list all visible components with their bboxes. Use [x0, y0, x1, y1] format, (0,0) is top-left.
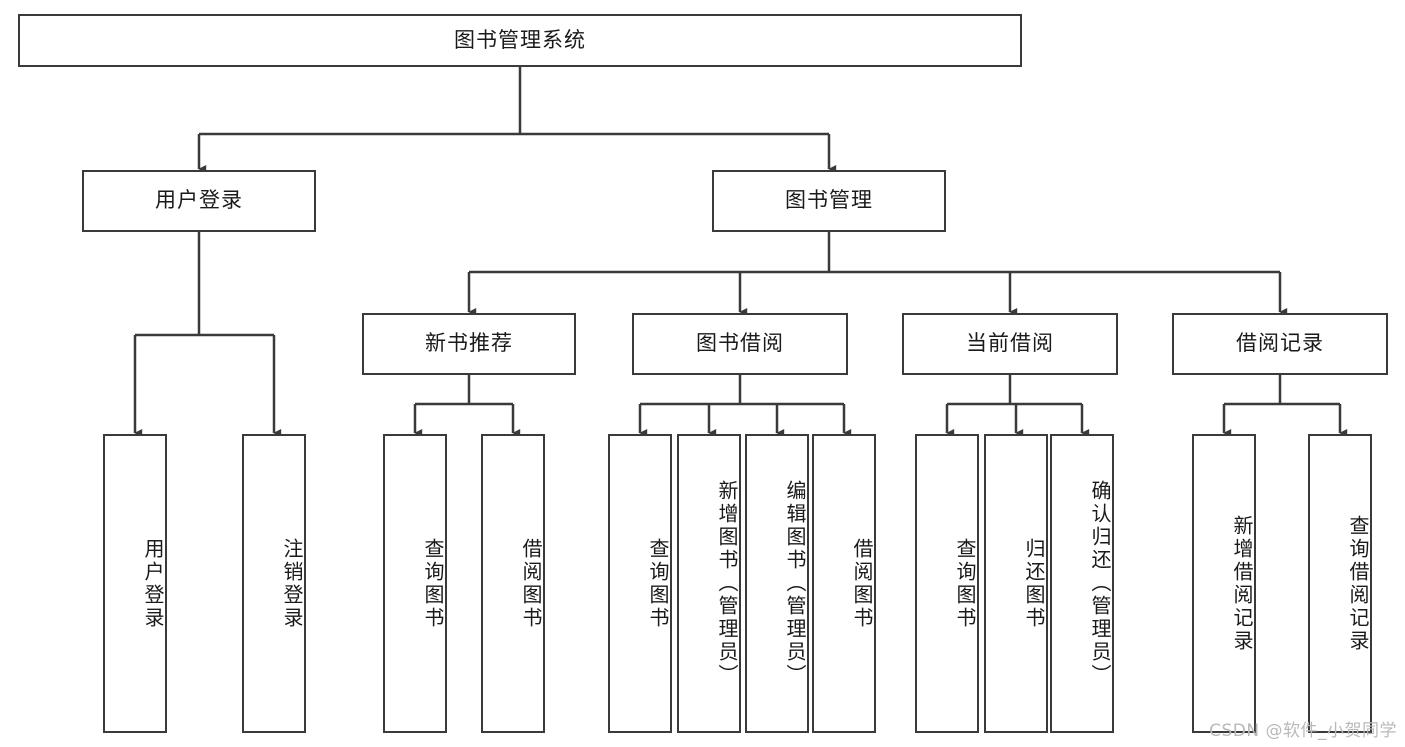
node-leaf-bk-add: 新增图书（管理员）: [677, 434, 741, 733]
node-leaf-new-query: 查询图书: [383, 434, 447, 733]
node-label: 新增图书（管理员）: [715, 480, 739, 687]
node-leaf-user-login: 用户登录: [103, 434, 167, 733]
node-newbook: 新书推荐: [362, 313, 576, 375]
node-leaf-cur-confirm: 确认归还（管理员）: [1050, 434, 1114, 733]
node-leaf-bk-borrow: 借阅图书: [812, 434, 876, 733]
node-label: 借阅图书: [519, 537, 543, 630]
node-records: 借阅记录: [1172, 313, 1388, 375]
node-label: 借阅记录: [1236, 331, 1324, 356]
node-label: 借阅图书: [850, 537, 874, 630]
node-label: 确认归还（管理员）: [1088, 480, 1112, 687]
node-label: 图书借阅: [696, 331, 784, 356]
node-root: 图书管理系统: [18, 14, 1022, 67]
node-label: 用户登录: [155, 188, 243, 213]
csdn-watermark: CSDN @软件_小贺同学: [1209, 721, 1397, 741]
node-label: 新书推荐: [425, 331, 513, 356]
node-leaf-bk-query: 查询图书: [608, 434, 672, 733]
node-label: 新增借阅记录: [1230, 514, 1254, 653]
node-label: 编辑图书（管理员）: [783, 480, 807, 687]
node-leaf-bk-edit: 编辑图书（管理员）: [745, 434, 809, 733]
node-leaf-cur-query: 查询图书: [915, 434, 979, 733]
node-leaf-cur-return: 归还图书: [984, 434, 1048, 733]
node-label: 查询图书: [953, 537, 977, 630]
node-label: 注销登录: [280, 537, 304, 630]
node-label: 当前借阅: [966, 331, 1054, 356]
node-current: 当前借阅: [902, 313, 1118, 375]
node-label: 归还图书: [1022, 537, 1046, 630]
node-leaf-rec-add: 新增借阅记录: [1192, 434, 1256, 733]
node-label: 用户登录: [141, 537, 165, 630]
node-label: 查询图书: [646, 537, 670, 630]
node-leaf-rec-query: 查询借阅记录: [1308, 434, 1372, 733]
node-login: 用户登录: [82, 170, 316, 232]
node-leaf-user-logout: 注销登录: [242, 434, 306, 733]
node-bookmgmt: 图书管理: [712, 170, 946, 232]
node-leaf-new-borrow: 借阅图书: [481, 434, 545, 733]
node-label: 图书管理: [785, 188, 873, 213]
node-label: 图书管理系统: [454, 27, 586, 52]
node-label: 查询借阅记录: [1346, 514, 1370, 653]
node-borrow: 图书借阅: [632, 313, 848, 375]
node-label: 查询图书: [421, 537, 445, 630]
